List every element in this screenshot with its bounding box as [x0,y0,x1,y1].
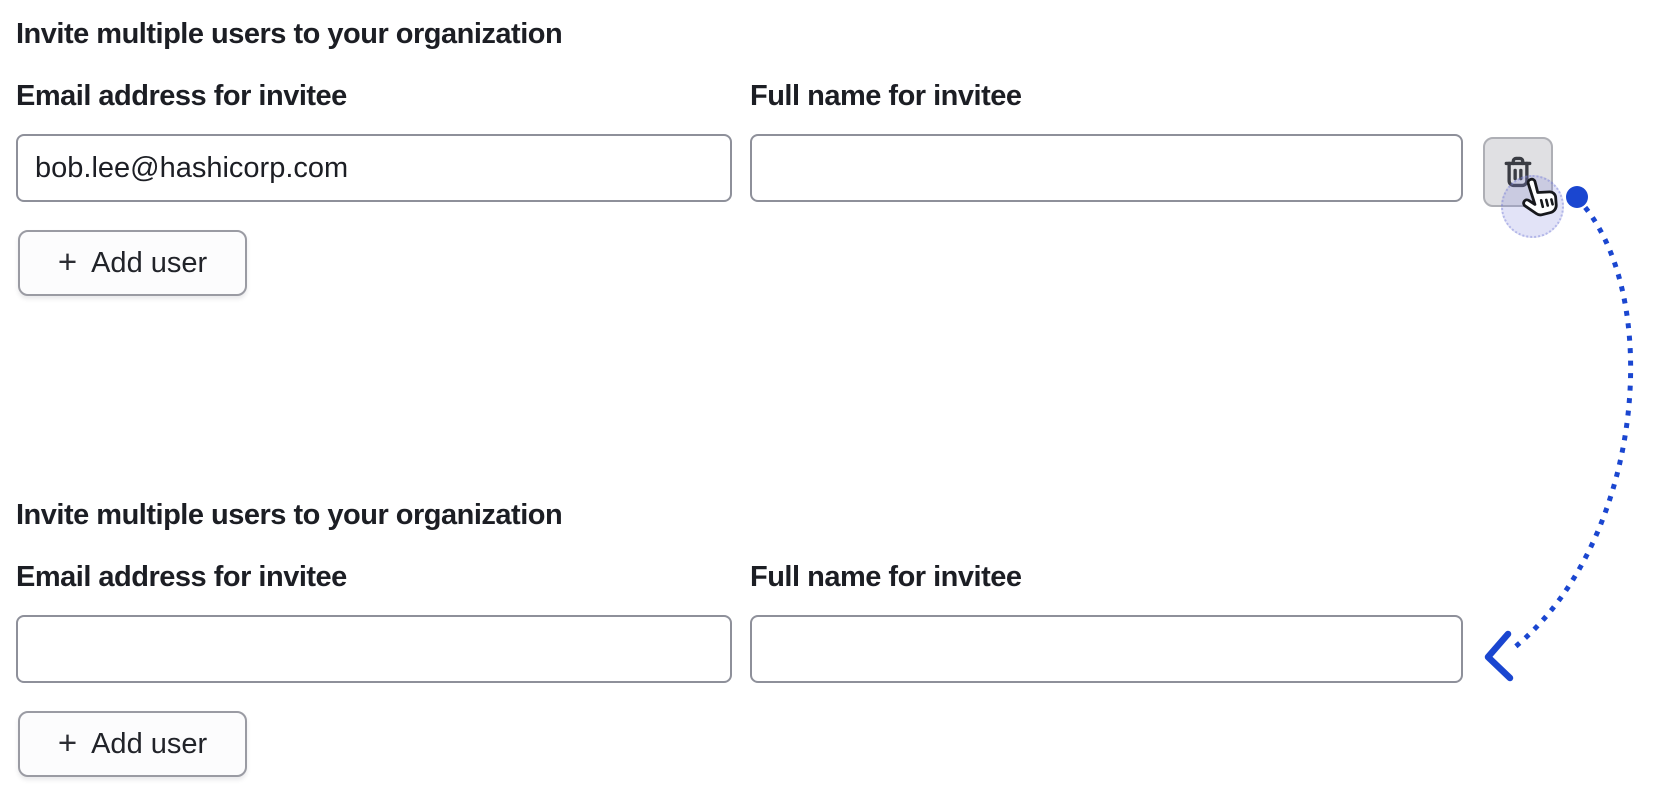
full-name-input[interactable] [750,134,1463,202]
plus-icon: + [57,243,78,280]
add-user-button[interactable]: + Add user [18,711,247,777]
form-heading: Invite multiple users to your organizati… [16,499,563,531]
hand-pointer-cursor-icon [1511,176,1558,228]
full-name-label: Full name for invitee [750,80,1022,112]
full-name-input[interactable] [750,615,1463,683]
add-user-button[interactable]: + Add user [18,230,247,296]
email-input[interactable] [16,615,732,683]
email-label: Email address for invitee [16,80,347,112]
invite-form-after: Invite multiple users to your organizati… [0,481,1672,800]
email-label: Email address for invitee [16,561,347,593]
add-user-label: Add user [91,246,208,279]
email-input[interactable] [16,134,732,202]
plus-icon: + [57,724,78,761]
form-heading: Invite multiple users to your organizati… [16,18,563,50]
invite-form-before: Invite multiple users to your organizati… [16,18,1553,296]
full-name-label: Full name for invitee [750,561,1022,593]
add-user-label: Add user [91,727,208,760]
